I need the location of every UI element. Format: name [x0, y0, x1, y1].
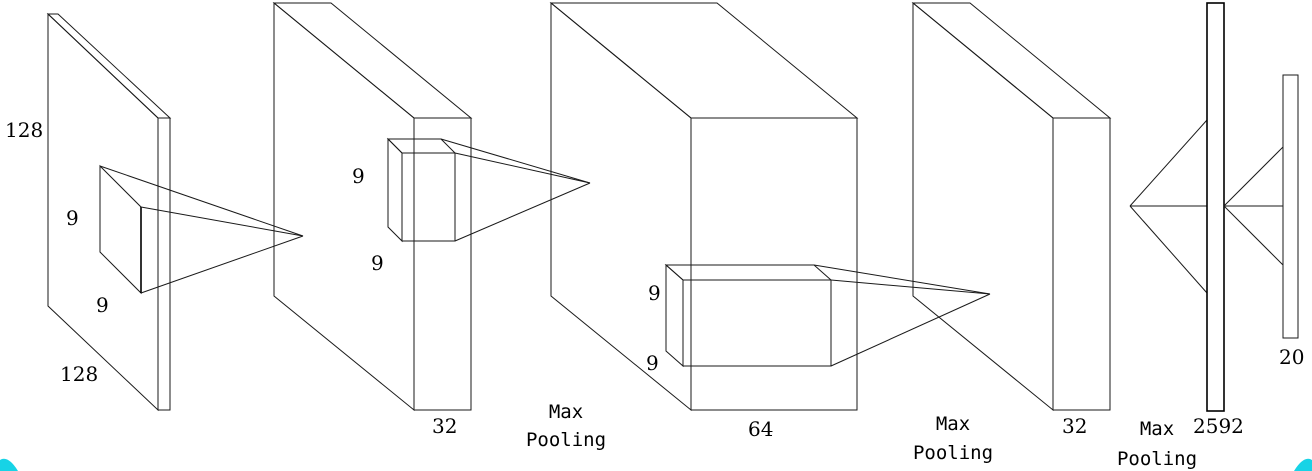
conv2-kernel-projection: [813, 264, 991, 367]
kernel1-width-label: 9: [96, 293, 109, 317]
flatten-size-label: 2592: [1193, 414, 1244, 438]
conv1-front-face: [273, 1, 415, 412]
fc-connections-out: [1223, 146, 1284, 266]
input-layer-top-face: [46, 13, 172, 119]
conv3-front-face: [912, 1, 1054, 412]
input-layer-side-face: [157, 117, 171, 411]
conv1-kernel-height-label: 9: [352, 164, 365, 188]
fc-connection-line: [1223, 146, 1284, 207]
input-kernel-patch: [99, 164, 142, 295]
conv1-depth-label: 32: [432, 414, 457, 438]
conv2-kernel-width-label: 9: [646, 351, 659, 375]
fc-connections-in: [1129, 119, 1208, 294]
projection-line: [140, 206, 304, 237]
input-kernel-projection: [99, 165, 304, 294]
pool2-label-line1: Max: [936, 413, 970, 435]
pool3-label-line1: Max: [1140, 418, 1174, 440]
corner-accent-left: [0, 458, 18, 471]
fc-connection-line: [1129, 119, 1208, 207]
conv2-kernel-left-face: [665, 263, 684, 368]
conv1-side-face: [413, 117, 472, 411]
conv2-kernel-front-face: [682, 279, 832, 367]
flatten-vector: [1206, 2, 1225, 412]
kernel1-height-label: 9: [66, 206, 79, 230]
conv1-kernel-width-label: 9: [371, 251, 384, 275]
conv1-kernel-projection: [440, 138, 591, 242]
conv2-top-face: [549, 2, 859, 119]
conv1-kernel-left-face: [387, 137, 403, 243]
conv3-block: [911, 1, 1112, 412]
output-vector: [1282, 74, 1299, 339]
projection-line: [454, 182, 591, 242]
projection-line: [99, 165, 304, 237]
pool1-label-line2: Pooling: [526, 429, 606, 451]
fc-connection-line: [1129, 205, 1208, 294]
corner-accent-right: [1294, 458, 1312, 471]
input-kernel-face: [99, 164, 142, 295]
conv3-side-face: [1052, 117, 1111, 411]
conv2-kernel-height-label: 9: [648, 281, 661, 305]
input-height-label: 128: [5, 118, 43, 142]
projection-line: [813, 264, 991, 295]
conv2-block: [549, 1, 859, 412]
pool3-label-line2: Pooling: [1117, 448, 1197, 470]
conv1-top-face: [272, 2, 473, 119]
output-size-label: 20: [1279, 345, 1304, 369]
conv2-depth-label: 64: [748, 417, 773, 441]
conv1-block: [272, 1, 473, 412]
pool1-label-line1: Max: [549, 401, 583, 423]
conv1-kernel-cube: [386, 137, 457, 243]
projection-line: [830, 279, 991, 295]
projection-line: [454, 152, 591, 184]
projection-line: [140, 235, 304, 294]
input-layer-block: [46, 12, 172, 412]
conv3-top-face: [911, 2, 1112, 119]
fc-connection-line: [1223, 205, 1284, 266]
projection-line: [440, 138, 591, 184]
conv3-depth-label: 32: [1062, 414, 1087, 438]
input-width-label: 128: [60, 362, 98, 386]
conv2-side-face: [690, 117, 858, 411]
pool2-label-line2: Pooling: [913, 442, 993, 464]
projection-line: [830, 293, 991, 367]
conv2-front-face: [550, 1, 692, 412]
conv1-kernel-top-face: [386, 138, 457, 154]
conv1-kernel-front-face: [401, 152, 456, 242]
